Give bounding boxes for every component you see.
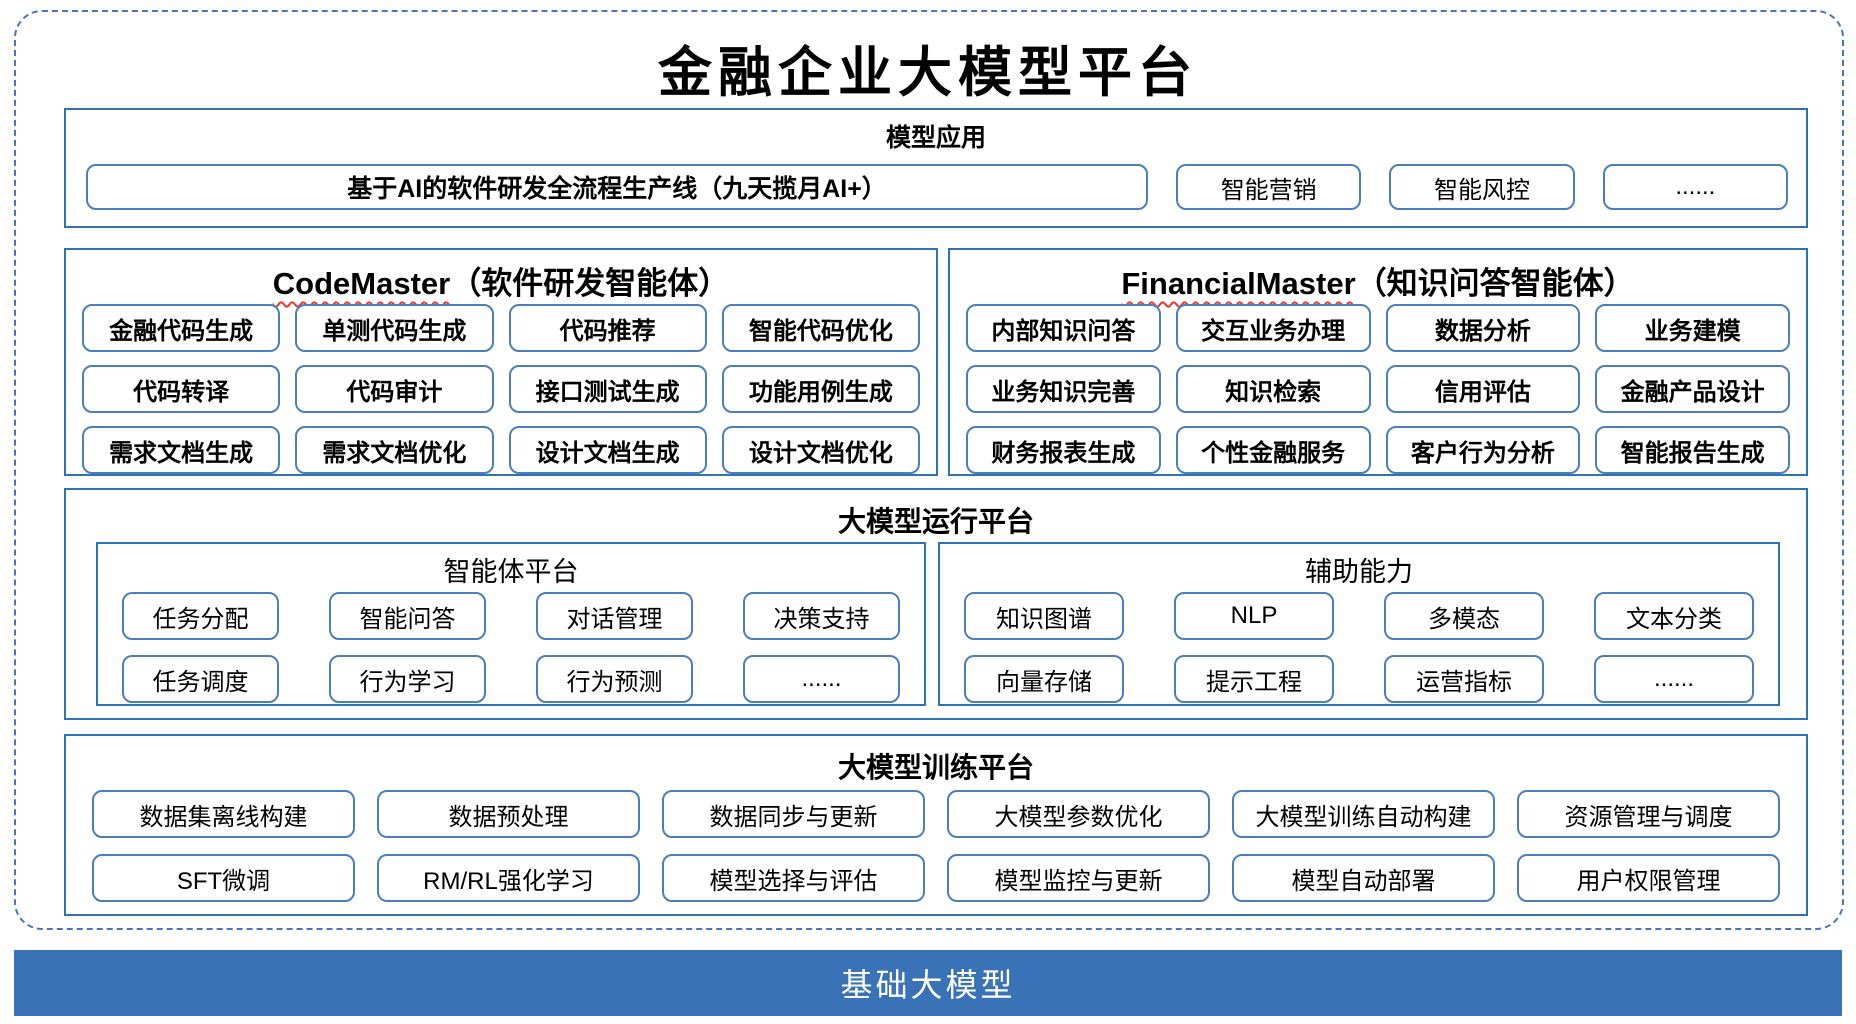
runtime-platform-section: 大模型运行平台 智能体平台 任务分配 智能问答 对话管理 决策支持 任务调度 行… <box>64 488 1808 720</box>
capability-box: ...... <box>1594 655 1754 703</box>
capability-box: NLP <box>1174 592 1334 640</box>
training-platform-header: 大模型训练平台 <box>837 752 1034 783</box>
capability-box: 智能营销 <box>1176 164 1362 210</box>
capability-box: 行为学习 <box>329 655 486 703</box>
diagram-title: 金融企业大模型平台 <box>658 40 1198 104</box>
capability-box: 设计文档优化 <box>721 426 920 474</box>
codemaster-grid: 金融代码生成 单测代码生成 代码推荐 智能代码优化 代码转译 代码审计 接口测试… <box>82 304 920 474</box>
financialmaster-title: FinancialMaster（知识问答智能体） <box>950 258 1806 303</box>
capability-box: 功能用例生成 <box>721 365 920 413</box>
capability-box: 智能风控 <box>1389 164 1575 210</box>
codemaster-title-zh: （软件研发智能体） <box>450 266 730 301</box>
training-platform-section: 大模型训练平台 数据集离线构建 数据预处理 数据同步与更新 大模型参数优化 大模… <box>64 734 1808 916</box>
capability-box: 提示工程 <box>1174 655 1334 703</box>
capability-box: 交互业务办理 <box>1175 304 1371 352</box>
capability-box: 模型自动部署 <box>1232 854 1495 902</box>
capability-box: 资源管理与调度 <box>1517 790 1780 838</box>
agent-platform-panel: 智能体平台 任务分配 智能问答 对话管理 决策支持 任务调度 行为学习 行为预测… <box>96 542 926 706</box>
capability-box: 内部知识问答 <box>966 304 1161 352</box>
financialmaster-panel: FinancialMaster（知识问答智能体） 内部知识问答 交互业务办理 数… <box>948 248 1808 476</box>
capability-box: 信用评估 <box>1385 365 1581 413</box>
capability-box: 对话管理 <box>536 592 693 640</box>
capability-box: 任务调度 <box>122 655 279 703</box>
auxiliary-capabilities-grid: 知识图谱 NLP 多模态 文本分类 向量存储 提示工程 运营指标 ...... <box>964 592 1754 703</box>
capability-box: 用户权限管理 <box>1517 854 1780 902</box>
capability-box: 财务报表生成 <box>966 426 1161 474</box>
capability-box: 模型选择与评估 <box>662 854 925 902</box>
training-platform-grid: 数据集离线构建 数据预处理 数据同步与更新 大模型参数优化 大模型训练自动构建 … <box>92 790 1780 902</box>
codemaster-title-en: CodeMaster <box>272 266 451 301</box>
financialmaster-title-en: FinancialMaster <box>1121 266 1356 301</box>
capability-box: SFT微调 <box>92 854 355 902</box>
capability-box: 业务建模 <box>1595 304 1790 352</box>
capability-box: 客户行为分析 <box>1385 426 1581 474</box>
capability-box: 模型监控与更新 <box>947 854 1210 902</box>
agent-platform-header: 智能体平台 <box>443 557 579 587</box>
capability-box: 代码转译 <box>82 365 281 413</box>
capability-box: 单测代码生成 <box>295 304 494 352</box>
capability-box: 金融产品设计 <box>1595 365 1790 413</box>
capability-box: 智能报告生成 <box>1595 426 1790 474</box>
capability-box: 业务知识完善 <box>966 365 1161 413</box>
foundation-model-label: 基础大模型 <box>840 967 1016 1003</box>
capability-box: 接口测试生成 <box>508 365 707 413</box>
agent-platform-grid: 任务分配 智能问答 对话管理 决策支持 任务调度 行为学习 行为预测 .....… <box>122 592 900 703</box>
capability-box: 决策支持 <box>743 592 900 640</box>
capability-box: 多模态 <box>1384 592 1544 640</box>
model-applications-section: 模型应用 基于AI的软件研发全流程生产线（九天揽月AI+） 智能营销 智能风控 … <box>64 108 1808 228</box>
dashed-frame <box>14 10 1844 930</box>
capability-box: 行为预测 <box>536 655 693 703</box>
financialmaster-title-zh: （知识问答智能体） <box>1355 266 1635 301</box>
capability-box: 基于AI的软件研发全流程生产线（九天揽月AI+） <box>86 164 1149 210</box>
capability-box: 代码审计 <box>295 365 494 413</box>
capability-box: RM/RL强化学习 <box>377 854 640 902</box>
capability-box: 智能代码优化 <box>721 304 920 352</box>
capability-box: 个性金融服务 <box>1175 426 1371 474</box>
capability-box: ...... <box>743 655 900 703</box>
capability-box: 设计文档生成 <box>508 426 707 474</box>
foundation-model-bar: 基础大模型 <box>14 950 1842 1016</box>
capability-box: ...... <box>1602 164 1789 210</box>
financialmaster-grid: 内部知识问答 交互业务办理 数据分析 业务建模 业务知识完善 知识检索 信用评估… <box>966 304 1790 474</box>
capability-box: 文本分类 <box>1594 592 1754 640</box>
capability-box: 运营指标 <box>1384 655 1544 703</box>
capability-box: 金融代码生成 <box>82 304 281 352</box>
capability-box: 任务分配 <box>122 592 279 640</box>
capability-box: 数据集离线构建 <box>92 790 355 838</box>
capability-box: 大模型训练自动构建 <box>1232 790 1495 838</box>
capability-box: 需求文档生成 <box>82 426 281 474</box>
runtime-platform-header: 大模型运行平台 <box>837 506 1034 537</box>
auxiliary-capabilities-header: 辅助能力 <box>1305 557 1413 587</box>
codemaster-panel: CodeMaster（软件研发智能体） 金融代码生成 单测代码生成 代码推荐 智… <box>64 248 938 476</box>
capability-box: 数据分析 <box>1385 304 1581 352</box>
capability-box: 代码推荐 <box>508 304 707 352</box>
capability-box: 知识图谱 <box>964 592 1124 640</box>
capability-box: 数据同步与更新 <box>662 790 925 838</box>
auxiliary-capabilities-panel: 辅助能力 知识图谱 NLP 多模态 文本分类 向量存储 提示工程 运营指标 ..… <box>938 542 1780 706</box>
capability-box: 向量存储 <box>964 655 1124 703</box>
capability-box: 数据预处理 <box>377 790 640 838</box>
model-applications-row: 基于AI的软件研发全流程生产线（九天揽月AI+） 智能营销 智能风控 .....… <box>86 164 1789 210</box>
capability-box: 需求文档优化 <box>295 426 494 474</box>
capability-box: 大模型参数优化 <box>947 790 1210 838</box>
model-applications-header: 模型应用 <box>885 124 986 152</box>
capability-box: 智能问答 <box>329 592 486 640</box>
capability-box: 知识检索 <box>1175 365 1371 413</box>
codemaster-title: CodeMaster（软件研发智能体） <box>66 258 936 303</box>
